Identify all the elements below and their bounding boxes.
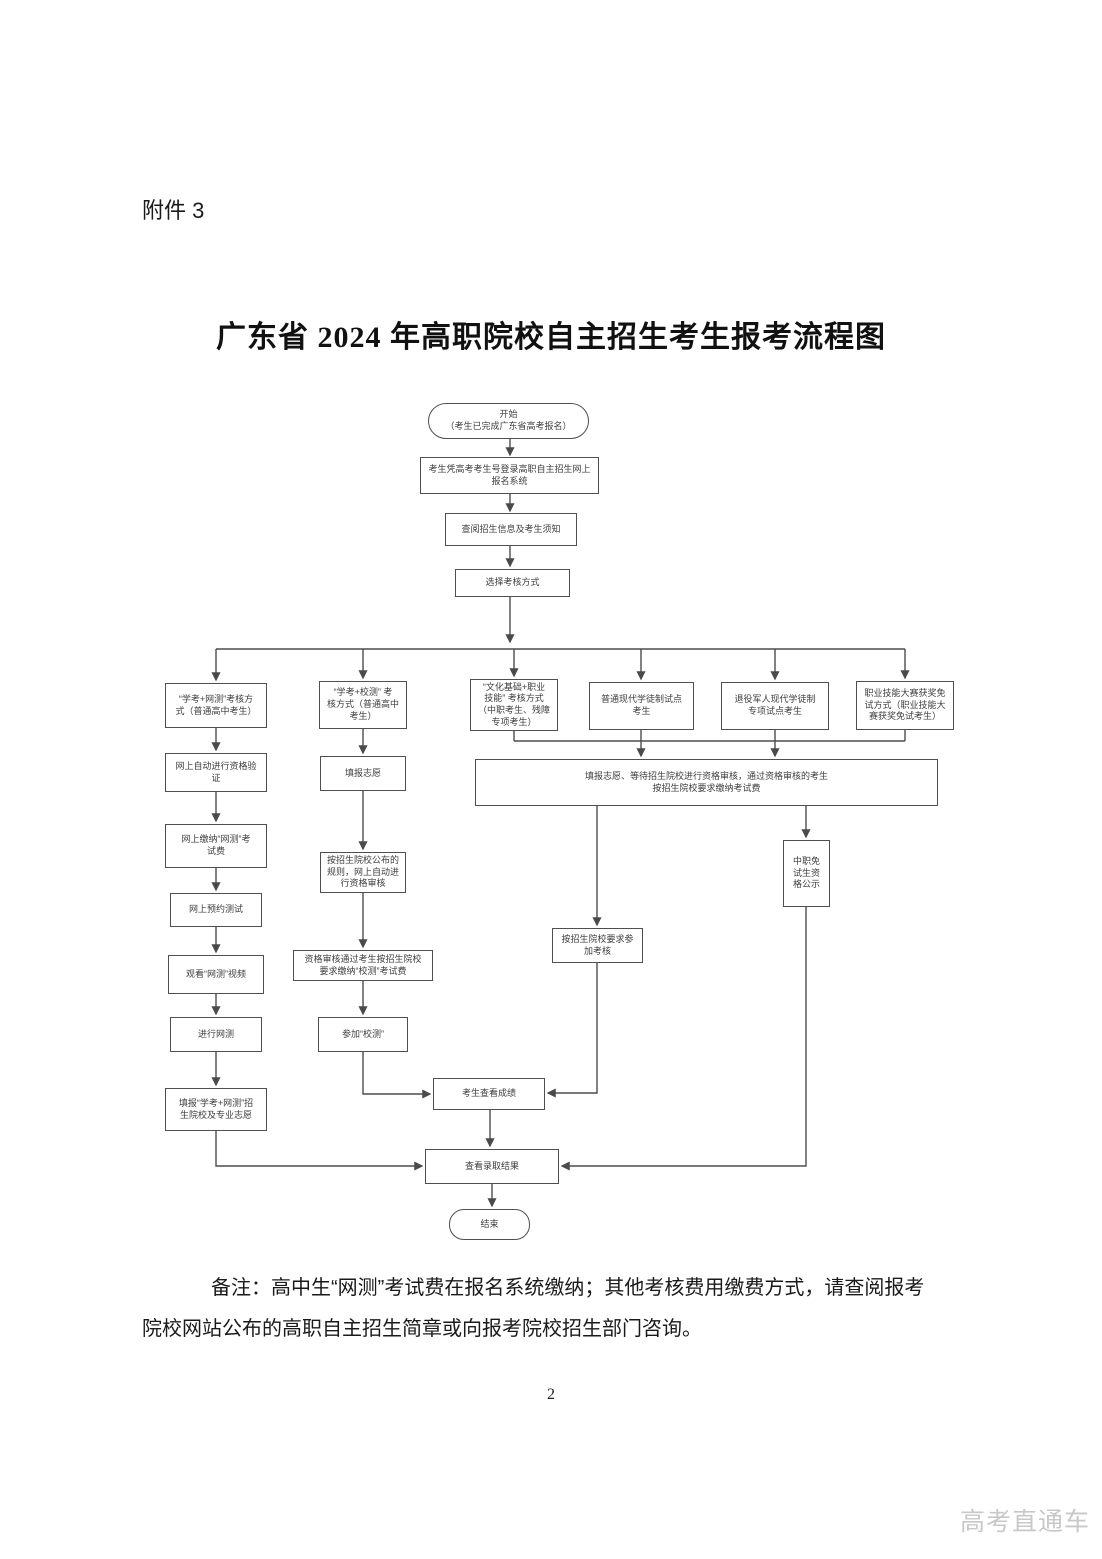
- flow-node-fill-wait-review-pay: 填报志愿、等待招生院校进行资格审核，通过资格审核的考生 按招生院校要求缴纳考试费: [475, 759, 938, 806]
- flow-node-attend-exam: 按招生院校要求参 加考核: [552, 928, 643, 963]
- flow-node-view-result: 查看录取结果: [425, 1149, 559, 1184]
- watermark: 高考直通车: [960, 1508, 1091, 1536]
- flow-node-method-xk-xc: “学考+校测” 考 核方式（普通高中 考生）: [319, 681, 407, 729]
- page-number: 2: [547, 1386, 555, 1403]
- flow-node-method-culture-skill: “文化基础+职业 技能” 考核方式 （中职考生、残障 专项考生）: [470, 679, 558, 731]
- flow-node-method-xk-wc: “学考+网测”考核方 式（普通高中考生）: [165, 683, 267, 728]
- flow-node-fill-choices: 填报志愿: [320, 756, 406, 791]
- page-title: 广东省 2024 年高职院校自主招生考生报考流程图: [216, 321, 886, 354]
- flow-node-auto-review: 按招生院校公布的 规则，网上自动进 行资格审核: [320, 852, 406, 893]
- flow-node-end: 结束: [449, 1209, 530, 1240]
- flow-node-online-verify: 网上自动进行资格验 证: [165, 753, 267, 792]
- flow-node-choose-method: 选择考核方式: [455, 569, 570, 597]
- footnote-line-2: 院校网站公布的高职自主招生简章或向报考院校招生部门咨询。: [142, 1318, 702, 1340]
- flow-node-method-skill-award: 职业技能大赛获奖免 试方式（职业技能大 赛获奖免试考生）: [856, 681, 954, 730]
- footnote-line-1: 备注：高中生“网测”考试费在报名系统缴纳；其他考核费用缴费方式，请查阅报考: [211, 1277, 925, 1299]
- flow-node-attend-xiaoce: 参加“校测”: [318, 1017, 408, 1052]
- flow-node-pay-xiaoce-fee: 资格审核通过考生按招生院校 要求缴纳“校测”考试费: [293, 950, 433, 981]
- footnote: 备注：高中生“网测”考试费在报名系统缴纳；其他考核费用缴费方式，请查阅报考 院校…: [142, 1268, 968, 1350]
- flow-node-start: 开始 （考生已完成广东省高考报名）: [428, 403, 589, 439]
- flow-node-reserve-test: 网上预约测试: [170, 893, 262, 927]
- flow-node-watch-video: 观看“网测”视频: [168, 955, 264, 994]
- flow-node-pay-wangce-fee: 网上缴纳“网测”考 试费: [165, 824, 267, 868]
- flow-node-take-wangce: 进行网测: [170, 1017, 262, 1052]
- flow-node-publicity: 中职免 试生资 格公示: [783, 840, 830, 907]
- attachment-label: 附件 3: [142, 198, 205, 223]
- flow-node-fill-xkwc-choices: 填报“学考+网测”招 生院校及专业志愿: [165, 1088, 267, 1131]
- flow-node-method-veteran: 退役军人现代学徒制 专项试点考生: [721, 682, 829, 730]
- flow-node-login-system: 考生凭高考考生号登录高职自主招生网上 报名系统: [420, 457, 599, 494]
- flow-node-view-score: 考生查看成绩: [433, 1078, 545, 1110]
- flow-node-method-apprentice: 普通现代学徒制试点 考生: [589, 682, 694, 730]
- flow-node-view-info: 查阅招生信息及考生须知: [445, 513, 577, 546]
